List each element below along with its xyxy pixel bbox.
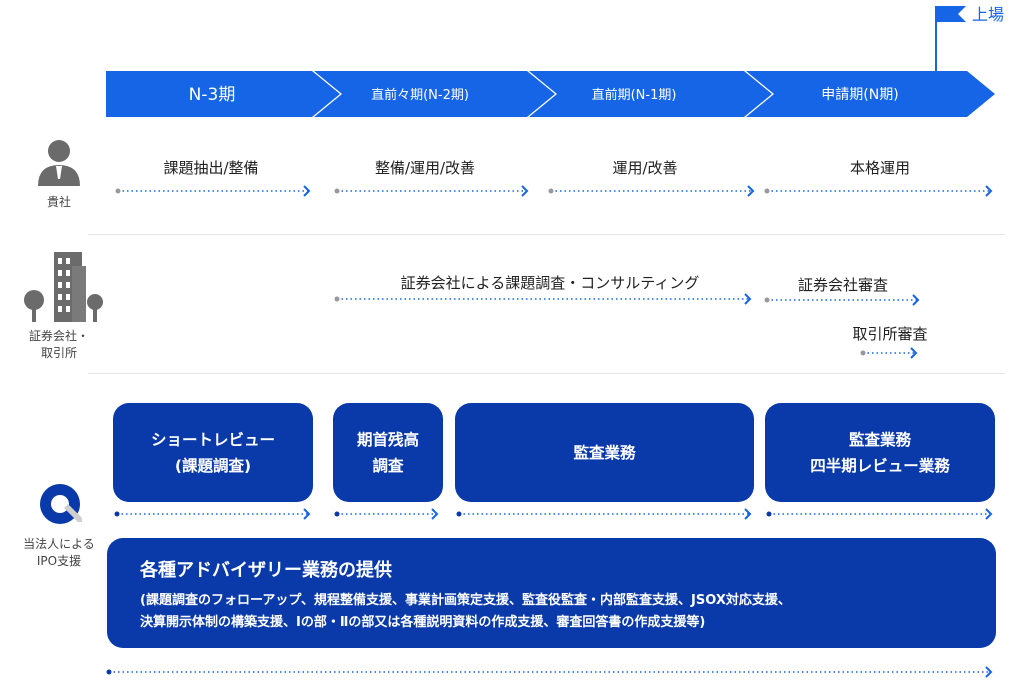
row-label-company: 貴社 (46, 195, 71, 209)
company-item-2: 整備/運用/改善 (374, 159, 476, 177)
advisory-title: 各種アドバイザリー業務の提供 (140, 560, 392, 581)
phase-label-4: 申請期(N期) (821, 87, 898, 103)
row-label-securities: 証券会社・ 取引所 (28, 329, 89, 360)
phase-chevron-2 (314, 71, 555, 117)
phase-label-3: 直前期(N-1期) (592, 87, 677, 103)
company-item-3: 運用/改善 (612, 159, 678, 177)
row-label-ipo: 当法人による IPO支援 (23, 537, 95, 568)
phase-timeline: 上場 N-3期 直前々期(N-2期) 直前期(N-1期) 申請期(N期) (106, 5, 1004, 117)
listing-label: 上場 (972, 5, 1004, 24)
company-item-1: 課題抽出/整備 (163, 159, 259, 177)
ipo-box-short-review: ショートレビュー (課題調査) (113, 403, 313, 502)
ipo-box-audit: 監査業務 (455, 403, 754, 502)
row-divider-2 (88, 373, 1005, 374)
securities-item-review: 証券会社審査 (797, 276, 888, 294)
advisory-box: 各種アドバイザリー業務の提供 (課題調査のフォローアップ、規程整備支援、事業計画… (107, 538, 996, 648)
phase-label-2: 直前々期(N-2期) (371, 87, 469, 103)
ipo-box-audit-quarterly: 監査業務 四半期レビュー業務 (765, 403, 995, 502)
phase-chevron-3 (529, 71, 772, 117)
phase-chevron-1 (106, 71, 340, 117)
row-divider-1 (88, 234, 1005, 235)
phase-chevron-4 (746, 71, 995, 117)
company-item-4: 本格運用 (849, 159, 910, 177)
phase-label-1: N-3期 (189, 85, 236, 105)
building-icon (24, 252, 103, 322)
firm-logo-icon (40, 484, 82, 524)
advisory-description: (課題調査のフォローアップ、規程整備支援、事業計画策定支援、監査役監査・内部監査… (140, 593, 791, 630)
flag-icon (935, 6, 966, 72)
person-icon (38, 140, 80, 186)
ipo-box-opening-balance: 期首残高 調査 (333, 403, 443, 502)
exchange-item-review: 取引所審査 (852, 325, 928, 343)
securities-item-consulting: 証券会社による課題調査・コンサルティング (400, 274, 700, 292)
